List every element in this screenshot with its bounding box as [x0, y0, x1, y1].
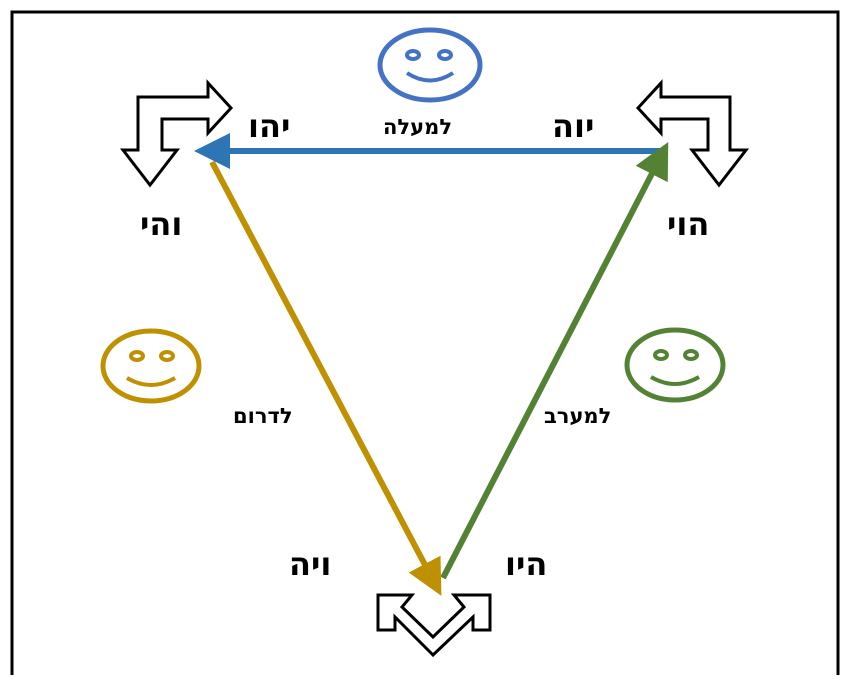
edge-label-right: למערב — [544, 404, 612, 428]
double-arrow-top-right-icon — [635, 79, 750, 188]
diagram-frame — [10, 10, 840, 679]
corner-label-bottom-right: היו — [505, 545, 548, 583]
corner-label-bottom-left: ויה — [289, 545, 332, 583]
arrow-left-edge — [209, 160, 442, 596]
arrow-right-edge — [440, 142, 669, 580]
corner-label-top-left-lower: והי — [140, 205, 183, 243]
double-arrow-top-left-icon — [119, 79, 234, 188]
smiley-face-green-icon — [624, 327, 726, 403]
edge-label-left: לדרום — [233, 404, 293, 428]
corner-label-top-right-lower: הוי — [667, 205, 710, 243]
corner-label-top-right-upper: יוה — [552, 107, 595, 145]
corner-label-top-left-upper: יהו — [248, 107, 291, 145]
smiley-face-blue-icon — [377, 27, 483, 103]
smiley-face-gold-icon — [100, 328, 202, 404]
edge-label-top: למעלה — [383, 115, 453, 139]
double-arrow-bottom-icon — [376, 593, 492, 658]
